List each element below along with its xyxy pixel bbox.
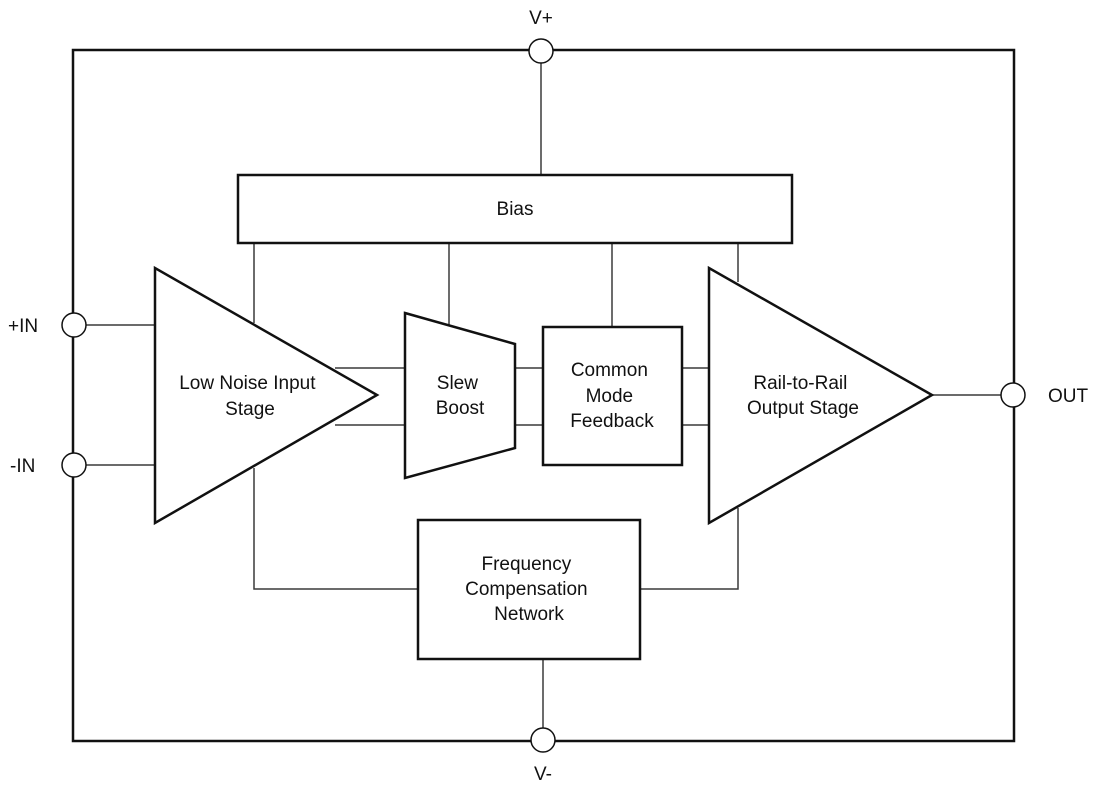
v-minus-pin <box>530 727 556 753</box>
bias-block <box>236 173 794 245</box>
low-noise-input-stage <box>153 265 380 526</box>
out-pin <box>1000 382 1026 408</box>
bias-label: Bias <box>497 199 534 220</box>
rail-to-rail-output-stage <box>707 265 935 526</box>
frequency-compensation-network-block <box>416 518 642 661</box>
in-minus-pin <box>61 452 87 478</box>
frequency-compensation-label: Frequency Compensation Network <box>465 554 593 625</box>
in-plus-label: +IN <box>8 316 38 337</box>
in-minus-label: -IN <box>10 456 35 477</box>
common-mode-feedback-block <box>541 325 684 467</box>
out-label: OUT <box>1048 386 1089 407</box>
output-stage-label: Rail-to-Rail Output Stage <box>747 373 859 419</box>
v-plus-pin <box>528 38 554 64</box>
slew-boost-block <box>403 311 517 480</box>
input-stage-label: Low Noise Input Stage <box>179 373 321 420</box>
wires <box>86 63 1001 728</box>
v-minus-label: V- <box>534 764 552 785</box>
in-plus-pin <box>61 312 87 338</box>
common-mode-feedback-label: Common Mode Feedback <box>570 360 654 432</box>
slew-boost-label: Slew Boost <box>436 373 485 419</box>
v-plus-label: V+ <box>529 8 553 29</box>
